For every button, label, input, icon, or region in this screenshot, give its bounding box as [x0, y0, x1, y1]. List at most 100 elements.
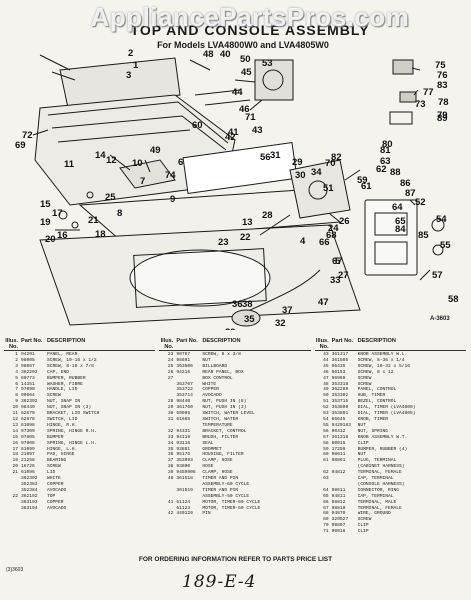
- callout-label: 66: [319, 237, 330, 248]
- parts-column-header: Illus. No.Part No.DESCRIPTION: [314, 338, 466, 351]
- table-row: ASSEMBLY-60 CYCLE: [159, 482, 310, 488]
- part-no-cell: 361318: [331, 434, 349, 440]
- callout-label: 37: [282, 305, 293, 316]
- description-cell: WHITE: [202, 381, 217, 387]
- description-cell: COPPER: [47, 499, 64, 505]
- part-no-cell: 362203: [21, 369, 38, 375]
- illus-no-cell: 4: [15, 369, 18, 375]
- description-cell: SCREW, 8-36 x 1/4: [357, 357, 405, 363]
- illus-no-cell: 56: [323, 428, 329, 434]
- callout-label: 48: [203, 49, 214, 60]
- part-no-cell: 94331: [176, 428, 191, 434]
- document-code: (3)3603: [6, 567, 24, 573]
- part-no-cell: 363506: [176, 363, 193, 369]
- description-cell: HUB, TIMER: [357, 393, 386, 399]
- description-cell: CONNECTOR, RING: [357, 487, 400, 493]
- callout-label: 30: [295, 170, 306, 181]
- description-cell: BUMPER, RUBBER: [47, 375, 86, 381]
- illus-no-cell: 48: [323, 381, 329, 387]
- description-cell: CLIP: [357, 529, 369, 535]
- callout-label: 46: [239, 104, 250, 115]
- callout-label: 85: [418, 230, 429, 241]
- callout-label: 53: [262, 58, 273, 69]
- description-cell: ASSEMBLY-50 CYCLE: [202, 493, 250, 499]
- description-cell: SCREW: [357, 381, 372, 387]
- bezel-control: [364, 199, 418, 276]
- part-no-cell: 97090: [21, 387, 35, 393]
- description-cell: TERMINAL, FEMALE: [357, 470, 402, 476]
- illus-no-cell: 55: [323, 422, 329, 428]
- callout-label: 79: [437, 110, 448, 121]
- description-cell: COPPER: [202, 387, 219, 393]
- part-no-cell: 94216: [176, 369, 191, 375]
- callout-label: 27: [338, 270, 349, 281]
- description-cell: MOTOR, TIMER-50 CYCLE: [202, 505, 261, 511]
- illus-no-cell: 14: [12, 428, 18, 434]
- callout-label: 11: [64, 159, 75, 170]
- illus-no-cell: 53: [323, 411, 329, 417]
- part-no-cell: 96435: [331, 363, 346, 369]
- callout-label: 68: [326, 230, 337, 241]
- illus-no-cell: 58: [323, 440, 329, 446]
- header-cell: DESCRIPTION: [357, 338, 396, 344]
- callout-label: 43: [252, 125, 263, 136]
- description-cell: BUMPER, RUBBER (4): [357, 446, 408, 452]
- part-no-cell: 90412: [331, 428, 346, 434]
- callout-label: 21: [88, 215, 99, 226]
- callout-label: 49: [150, 145, 161, 156]
- part-no-cell: 98611: [331, 452, 346, 458]
- table-row: ASSEMBLY-50 CYCLE: [159, 494, 310, 500]
- callout-label: 50: [240, 54, 251, 65]
- description-cell: CLAMP, HOSE: [202, 470, 233, 476]
- callout-label: 26: [339, 216, 350, 227]
- callout-label: 88: [390, 167, 401, 178]
- illus-no-cell: 71: [323, 529, 329, 535]
- description-cell: SWITCH, WATER: [202, 416, 239, 422]
- description-cell: HOSE: [202, 464, 214, 470]
- part-no-cell: 98691: [176, 357, 191, 363]
- description-cell: HOUSING, FILTER: [202, 452, 244, 458]
- header-cell: Part No.: [176, 338, 198, 344]
- part-no-cell: 352384: [21, 487, 38, 493]
- header-cell: Part No.: [331, 338, 354, 344]
- description-cell: (CABINET HARNESS): [357, 464, 405, 470]
- part-no-cell: 94811: [331, 493, 346, 499]
- part-no-cell: 353801: [331, 411, 349, 417]
- description-cell: TOP: [47, 493, 56, 499]
- callout-label: 54: [436, 214, 447, 225]
- terminal-block: [392, 59, 414, 75]
- illus-no-cell: 22: [12, 493, 18, 499]
- part-no-cell: 440120: [176, 511, 193, 517]
- illus-no-cell: 1: [15, 352, 18, 357]
- part-no-cell: 361518: [176, 476, 193, 482]
- part-no-cell: 361760: [176, 405, 193, 411]
- part-no-cell: 94870: [331, 511, 346, 517]
